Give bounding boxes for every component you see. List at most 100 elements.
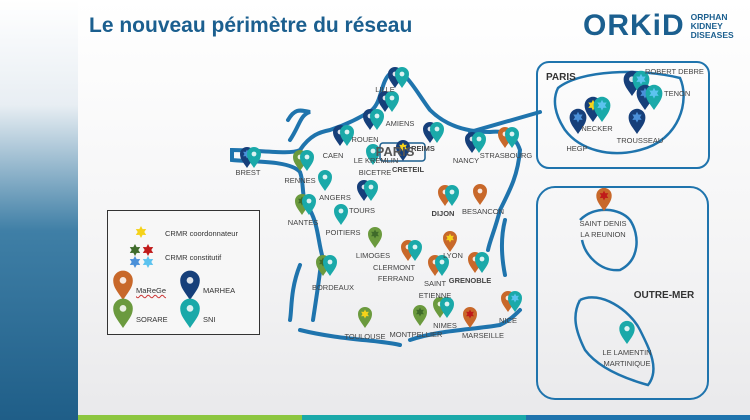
sni-pin-icon[interactable]: [300, 150, 314, 171]
sni-pin-icon[interactable]: [340, 125, 354, 146]
paris-site-label: HEGP: [566, 144, 587, 153]
sni-pin-icon[interactable]: [508, 291, 522, 312]
red-star-icon: [142, 244, 154, 256]
marege-pin-icon[interactable]: [463, 307, 477, 328]
sni-pin-icon[interactable]: [445, 185, 459, 206]
decorative-network-graphic: [0, 0, 78, 420]
sni-pin-icon[interactable]: [593, 96, 611, 122]
sni-pin-icon[interactable]: [395, 67, 409, 88]
marege-pin-icon[interactable]: [596, 187, 612, 211]
city-label: BICETRE: [359, 168, 392, 177]
sni-pin-icon[interactable]: [440, 297, 454, 318]
sni-pin-icon[interactable]: [318, 170, 332, 191]
lightblue-star-icon: [142, 256, 154, 268]
sni-pin-icon[interactable]: [247, 147, 261, 168]
legend-marhea: MARHEA: [203, 286, 236, 295]
city-label: TOURS: [349, 206, 375, 215]
outremer-site-label: SAINT DENIS: [580, 219, 627, 228]
sni-pin-icon[interactable]: [302, 194, 316, 215]
sni-pin-icon[interactable]: [370, 109, 384, 130]
star-icon: [632, 111, 642, 123]
sni-pin-icon[interactable]: [645, 84, 663, 110]
sorare-pin-icon[interactable]: [413, 305, 427, 326]
legend-sorare: SORARE: [136, 315, 168, 324]
star-icon: [640, 87, 650, 99]
city-label: CLERMONT: [373, 263, 416, 272]
city-label: AMIENS: [386, 119, 415, 128]
city-label: ANGERS: [319, 193, 351, 202]
city-label: GRENOBLE: [449, 276, 492, 285]
city-label: LYON: [443, 251, 463, 260]
sni-pin-icon[interactable]: [408, 240, 422, 261]
city-label: NANTES: [288, 218, 318, 227]
sni-pin-icon[interactable]: [323, 255, 337, 276]
city-label: CAEN: [323, 151, 344, 160]
orkid-logo: ORKiD ORPHAN KIDNEY DISEASES: [583, 9, 734, 43]
sni-pin-icon[interactable]: [472, 132, 486, 153]
outremer-site-label: LA REUNION: [580, 230, 625, 239]
legend-sni: SNI: [203, 315, 216, 324]
star-icon: [636, 73, 646, 85]
marege-pin-icon[interactable]: [443, 231, 457, 252]
logo-subtitle: ORPHAN KIDNEY DISEASES: [690, 11, 734, 40]
city-label: CRETEIL: [392, 165, 425, 174]
marhea-pin-icon[interactable]: [569, 108, 587, 134]
city-label: FERRAND: [378, 274, 415, 283]
marege-pin-icon[interactable]: [473, 184, 487, 205]
sni-pin-icon[interactable]: [180, 298, 200, 328]
star-icon: [597, 99, 607, 111]
city-label: NICE: [499, 316, 517, 325]
city-label: ROUEN: [351, 135, 378, 144]
bottom-color-bar: [78, 415, 750, 420]
legend-symbols: [113, 226, 200, 328]
sni-pin-icon[interactable]: [366, 144, 380, 165]
city-label: NANCY: [453, 156, 479, 165]
city-label: POITIERS: [325, 228, 360, 237]
coordinator-star-icon: [135, 226, 147, 238]
outremer-site-label: MARTINIQUE: [604, 359, 651, 368]
sorare-pin-icon[interactable]: [368, 227, 382, 248]
sni-pin-icon[interactable]: [619, 320, 635, 344]
paris-inset-title: PARIS: [546, 72, 576, 83]
marhea-pin-icon[interactable]: [180, 270, 200, 300]
city-label: MARSEILLE: [462, 331, 504, 340]
sni-pin-icon[interactable]: [505, 127, 519, 148]
paris-site-label: ROBERT DEBRE: [645, 67, 704, 76]
legend-marege: MaReGe: [136, 286, 167, 295]
sorare-pin-icon[interactable]: [113, 298, 133, 328]
marhea-pin-icon[interactable]: [628, 108, 646, 134]
logo-main: ORKiD: [583, 9, 685, 42]
paris-site-label: TENON: [664, 89, 690, 98]
outremer-title: OUTRE-MER: [634, 290, 695, 301]
sni-pin-icon[interactable]: [475, 252, 489, 273]
star-icon: [573, 111, 583, 123]
sni-pin-icon[interactable]: [334, 204, 348, 225]
sni-pin-icon[interactable]: [430, 122, 444, 143]
city-label: LILLE: [375, 85, 395, 94]
blue-star-icon: [129, 256, 141, 268]
marege-pin-icon[interactable]: [113, 270, 133, 300]
star-icon: [599, 190, 609, 201]
star-icon: [466, 309, 474, 319]
sni-pin-icon[interactable]: [364, 180, 378, 201]
sni-pin-icon[interactable]: [435, 255, 449, 276]
city-label: ETIENNE: [419, 291, 452, 300]
city-label: LE KREMLIN: [354, 156, 399, 165]
sni-pin-icon[interactable]: [385, 91, 399, 112]
city-label: DIJON: [432, 209, 455, 218]
paris-site-label: NECKER: [581, 124, 613, 133]
paris-inset-frame: [536, 61, 710, 169]
outremer-frame: [536, 186, 709, 400]
green-star-icon: [129, 244, 141, 256]
city-label: PARIS: [376, 144, 415, 159]
city-label: LIMOGES: [356, 251, 390, 260]
sorare-pin-icon[interactable]: [358, 307, 372, 328]
star-icon: [361, 309, 369, 319]
legend: CRMR coordonnateur CRMR constitutif MaRe…: [107, 210, 260, 335]
city-label: BORDEAUX: [312, 283, 354, 292]
marhea-pin-icon[interactable]: [396, 140, 410, 161]
star-icon: [588, 99, 598, 111]
star-icon: [446, 233, 454, 243]
city-label: TOULOUSE: [344, 332, 385, 341]
